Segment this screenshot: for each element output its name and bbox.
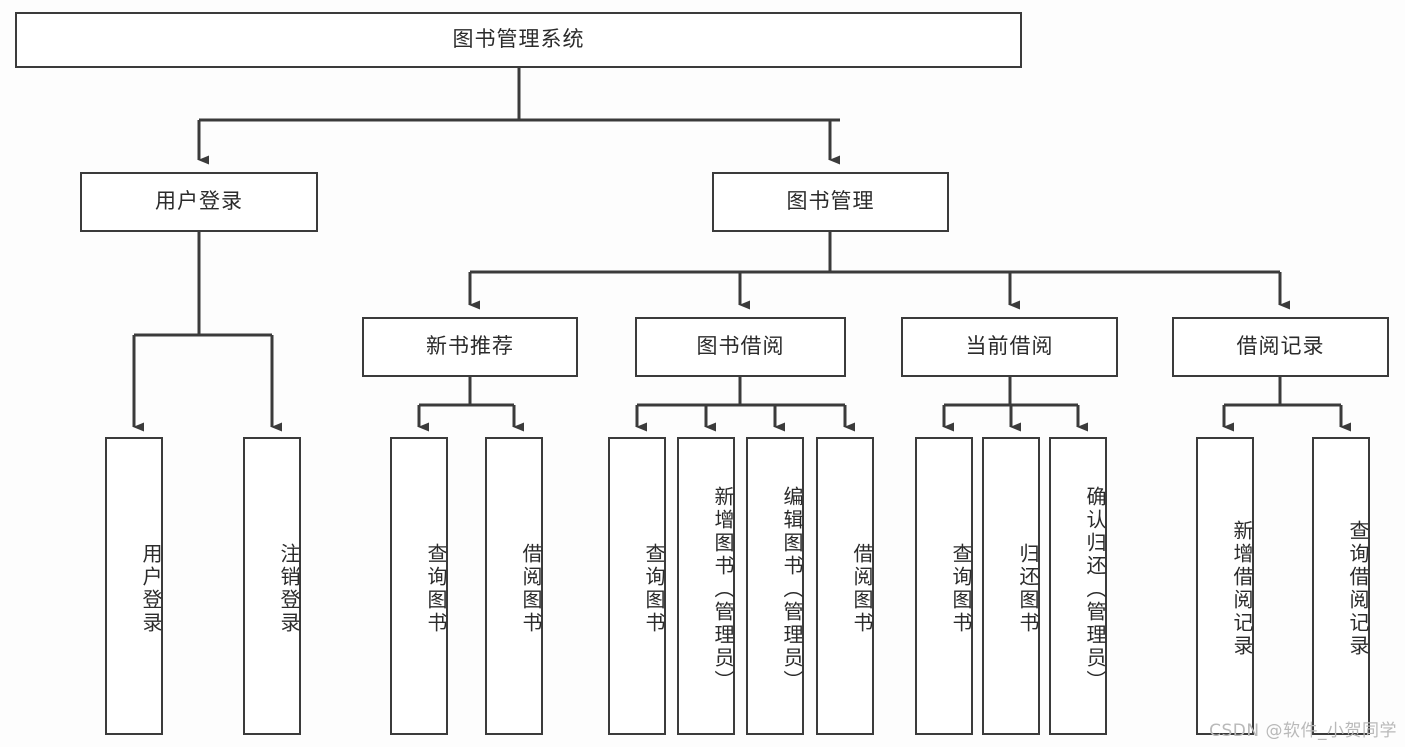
node-current-borrow[interactable]: 当前借阅: [901, 317, 1118, 377]
leaf-borrow-record-2-label: 查询借阅记录: [1346, 520, 1370, 658]
leaf-current-borrow-1[interactable]: 查询图书: [915, 437, 973, 735]
node-new-book-recommend-label: 新书推荐: [426, 334, 514, 359]
leaf-user-login-2[interactable]: 注销登录: [243, 437, 301, 735]
leaf-new-book-2[interactable]: 借阅图书: [485, 437, 543, 735]
leaf-new-book-1[interactable]: 查询图书: [390, 437, 448, 735]
node-root-label: 图书管理系统: [452, 27, 585, 52]
node-borrow-record-label: 借阅记录: [1236, 334, 1325, 359]
node-book-manage-label: 图书管理: [786, 189, 875, 214]
leaf-borrow-record-1[interactable]: 新增借阅记录: [1196, 437, 1254, 735]
leaf-current-borrow-2-label: 归还图书: [1016, 543, 1040, 635]
leaf-book-borrow-3-label: 编辑图书（管理员）: [780, 485, 804, 693]
node-current-borrow-label: 当前借阅: [965, 334, 1054, 359]
leaf-borrow-record-2[interactable]: 查询借阅记录: [1312, 437, 1370, 735]
leaf-current-borrow-2[interactable]: 归还图书: [982, 437, 1040, 735]
leaf-current-borrow-3[interactable]: 确认归还（管理员）: [1049, 437, 1107, 735]
leaf-user-login-1-label: 用户登录: [139, 543, 163, 635]
leaf-current-borrow-1-label: 查询图书: [949, 543, 973, 635]
node-book-borrow[interactable]: 图书借阅: [635, 317, 846, 377]
node-user-login-label: 用户登录: [155, 189, 243, 214]
node-book-manage[interactable]: 图书管理: [712, 172, 949, 232]
leaf-book-borrow-4[interactable]: 借阅图书: [816, 437, 874, 735]
leaf-user-login-1[interactable]: 用户登录: [105, 437, 163, 735]
leaf-new-book-1-label: 查询图书: [424, 543, 448, 635]
leaf-book-borrow-3[interactable]: 编辑图书（管理员）: [746, 437, 804, 735]
node-new-book-recommend[interactable]: 新书推荐: [362, 317, 578, 377]
leaf-book-borrow-1-label: 查询图书: [642, 543, 666, 635]
leaf-book-borrow-1[interactable]: 查询图书: [608, 437, 666, 735]
leaf-book-borrow-4-label: 借阅图书: [850, 543, 874, 635]
leaf-borrow-record-1-label: 新增借阅记录: [1230, 520, 1254, 658]
node-user-login[interactable]: 用户登录: [80, 172, 318, 232]
node-book-borrow-label: 图书借阅: [696, 334, 785, 359]
leaf-book-borrow-2[interactable]: 新增图书（管理员）: [677, 437, 735, 735]
leaf-book-borrow-2-label: 新增图书（管理员）: [711, 485, 735, 693]
leaf-current-borrow-3-label: 确认归还（管理员）: [1083, 485, 1107, 693]
node-borrow-record[interactable]: 借阅记录: [1172, 317, 1389, 377]
leaf-user-login-2-label: 注销登录: [277, 543, 301, 635]
node-root[interactable]: 图书管理系统: [15, 12, 1022, 68]
leaf-new-book-2-label: 借阅图书: [519, 543, 543, 635]
